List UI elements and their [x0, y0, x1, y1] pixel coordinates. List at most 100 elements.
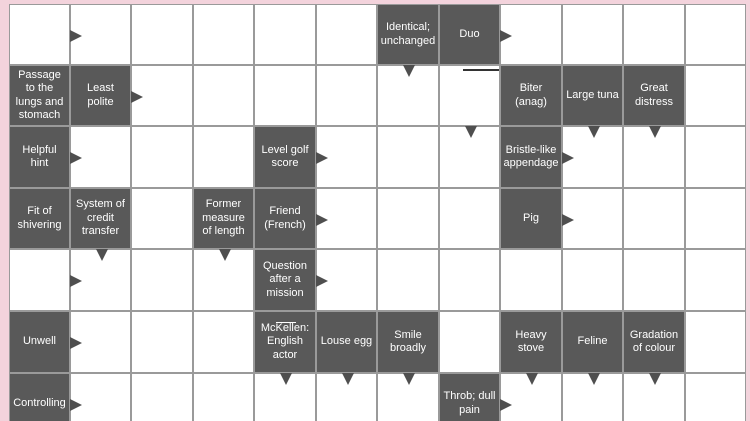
answer-cell[interactable]: [254, 4, 316, 65]
clue-cell: Controlling: [9, 373, 82, 421]
answer-cell[interactable]: [254, 65, 316, 126]
clue-cell: System of credit transfer: [70, 188, 131, 261]
clue-text: Heavy stove: [515, 328, 547, 355]
clue-text: Passage to the lungs and stomach: [15, 68, 64, 122]
clue-cell: Heavy stove: [500, 311, 562, 385]
clue-text: Pig: [523, 211, 539, 224]
answer-cell[interactable]: [685, 4, 746, 65]
clue-text: Unwell: [22, 335, 56, 348]
clue-cell: Least polite: [70, 65, 143, 126]
bar-divider: [463, 69, 499, 71]
clue-text: Throb; dull pain: [443, 390, 496, 416]
clue-cell: Identical; unchanged: [377, 4, 439, 77]
answer-cell[interactable]: [685, 126, 746, 188]
answer-cell[interactable]: [131, 373, 193, 421]
clue-text: Former measure of length: [202, 198, 245, 238]
answer-cell[interactable]: [131, 249, 193, 311]
answer-cell[interactable]: [562, 4, 623, 65]
clue-text: Feline: [577, 335, 608, 348]
answer-cell[interactable]: [377, 249, 439, 311]
answer-cell[interactable]: [623, 249, 685, 311]
answer-cell[interactable]: [500, 249, 562, 311]
arrow-right-icon: [70, 29, 82, 42]
answer-cell[interactable]: [193, 373, 254, 421]
answer-cell[interactable]: [377, 65, 439, 126]
clue-text: System of credit transfer: [76, 198, 125, 238]
arrow-right-icon: [562, 213, 574, 226]
arrow-right-icon: [70, 398, 82, 411]
arrow-right-icon: [500, 398, 512, 411]
clue-text: Identical; unchanged: [380, 21, 436, 47]
answer-cell[interactable]: [685, 373, 746, 421]
answer-cell[interactable]: [131, 4, 193, 65]
answer-cell[interactable]: [131, 311, 193, 373]
clue-cell: Great distress: [623, 65, 685, 138]
arrow-right-icon: [70, 275, 82, 287]
answer-cell[interactable]: [193, 311, 254, 373]
answer-cell[interactable]: [623, 188, 685, 249]
answer-cell[interactable]: [685, 311, 746, 373]
answer-cell[interactable]: [377, 126, 439, 188]
clue-text: Bristle-like appendage: [503, 143, 559, 170]
arrow-right-icon: [316, 213, 328, 226]
answer-cell[interactable]: [316, 126, 377, 188]
arrow-down-icon: [649, 373, 661, 385]
answer-cell[interactable]: [562, 249, 623, 311]
clue-cell: Throb; dull pain: [439, 373, 512, 421]
clue-text: Helpful hint: [22, 143, 57, 170]
answer-cell[interactable]: [377, 188, 439, 249]
answer-cell[interactable]: [685, 188, 746, 249]
clue-text: Great distress: [635, 82, 673, 108]
answer-cell[interactable]: [193, 126, 254, 188]
clue-text: Biter (anag): [515, 82, 547, 108]
clue-cell: Biter (anag): [500, 65, 562, 126]
answer-cell[interactable]: [193, 4, 254, 65]
answer-cell[interactable]: [685, 249, 746, 311]
clue-cell: Duo: [439, 4, 512, 65]
clue-text: Large tuna: [566, 88, 619, 101]
clue-cell: Level golf score: [254, 126, 328, 188]
clue-cell: Former measure of length: [193, 188, 254, 261]
answer-cell[interactable]: [439, 311, 500, 373]
arrow-down-icon: [403, 373, 415, 385]
clue-cell: Feline: [562, 311, 623, 385]
answer-cell[interactable]: [439, 188, 500, 249]
arrow-right-icon: [500, 29, 512, 42]
arrow-down-icon: [95, 249, 108, 261]
arrow-down-icon: [464, 126, 477, 138]
answer-cell[interactable]: [439, 65, 500, 138]
answer-cell[interactable]: [439, 249, 500, 311]
answer-cell[interactable]: [623, 4, 685, 65]
clue-cell: McKellen: English actor: [254, 311, 316, 385]
arrow-down-icon: [587, 373, 600, 385]
bar-divider: [276, 322, 296, 323]
arrow-down-icon: [526, 373, 538, 385]
answer-cell[interactable]: [131, 188, 193, 249]
clue-cell: Gradation of colour: [623, 311, 685, 385]
answer-cell[interactable]: [316, 4, 377, 65]
answer-cell[interactable]: [193, 249, 254, 311]
answer-cell[interactable]: [9, 249, 82, 311]
arrow-right-icon: [316, 152, 328, 164]
clue-cell: Pig: [500, 188, 574, 249]
answer-cell[interactable]: [131, 126, 193, 188]
clue-text: Question after a mission: [262, 259, 308, 299]
arrow-right-icon: [562, 152, 574, 164]
clue-cell: Unwell: [9, 311, 82, 373]
arrow-right-icon: [131, 90, 143, 103]
arrow-down-icon: [341, 373, 354, 385]
answer-cell[interactable]: [685, 65, 746, 126]
answer-cell[interactable]: [70, 373, 131, 421]
arrow-down-icon: [649, 126, 661, 138]
clue-cell: Smile broadly: [377, 311, 439, 385]
arrow-right-icon: [316, 275, 328, 287]
clue-cell: Friend (French): [254, 188, 328, 249]
answer-cell[interactable]: [9, 4, 82, 65]
answer-cell[interactable]: [316, 65, 377, 126]
answer-cell[interactable]: [193, 65, 254, 126]
clue-text: Controlling: [13, 396, 66, 409]
clue-cell: Large tuna: [562, 65, 623, 138]
clue-cell: Helpful hint: [9, 126, 82, 188]
arrow-right-icon: [70, 337, 82, 349]
